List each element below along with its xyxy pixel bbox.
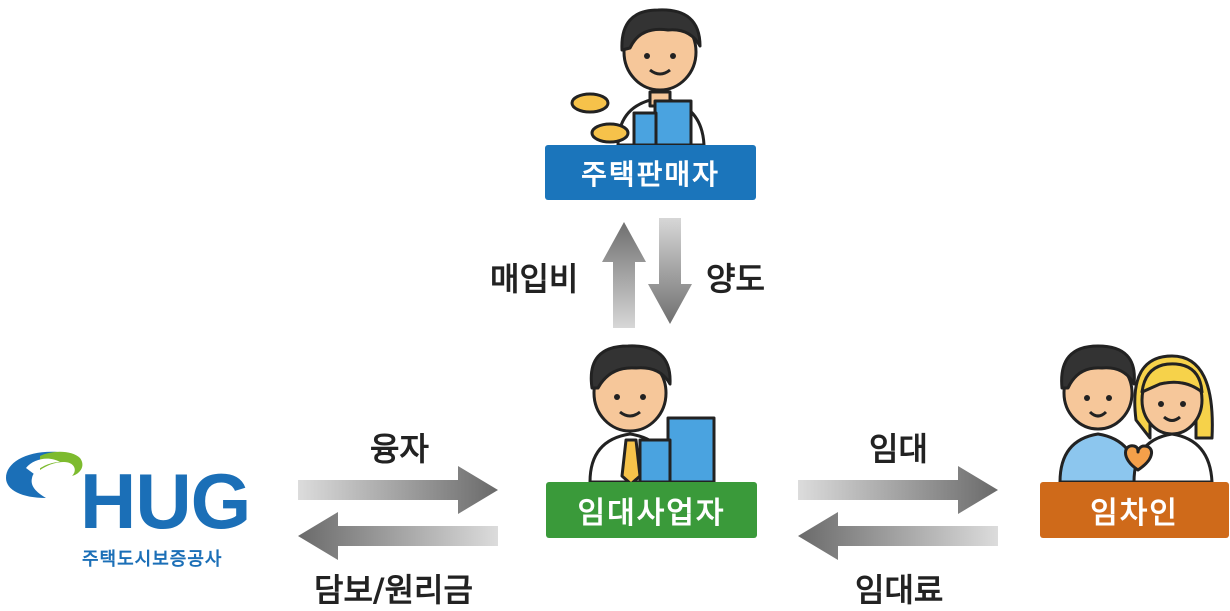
- arrow-purchase-up: [602, 222, 646, 328]
- arrow-transfer-down: [648, 218, 692, 324]
- arrow-collateral-left: [298, 512, 498, 560]
- lessor-figure: [588, 344, 716, 486]
- tenant-figure: [1058, 344, 1214, 484]
- node-lessor-label: 임대사업자: [577, 496, 726, 531]
- node-tenant-label: 임차인: [1090, 496, 1179, 531]
- edge-label-transfer: 양도: [706, 260, 765, 298]
- hug-logo-subtitle: 주택도시보증공사: [82, 549, 223, 570]
- edge-label-purchase-cost: 매입비: [490, 260, 579, 298]
- node-tenant: 임차인: [1040, 482, 1229, 538]
- edge-label-lease: 임대: [869, 430, 928, 468]
- arrow-lease-right: [798, 466, 998, 514]
- edge-label-rent: 임대료: [855, 571, 944, 609]
- node-seller-label: 주택판매자: [581, 157, 720, 191]
- arrow-rent-left: [798, 512, 998, 560]
- edge-label-loan: 융자: [370, 430, 429, 468]
- arrow-loan-right: [298, 466, 498, 514]
- heart-icon: [1124, 444, 1153, 472]
- edge-label-collateral: 담보/원리금: [314, 571, 473, 609]
- hug-logo-text: HUG: [80, 457, 251, 545]
- seller-figure: [570, 8, 706, 147]
- node-seller: 주택판매자: [545, 145, 756, 200]
- node-lessor: 임대사업자: [546, 482, 757, 538]
- hug-logo-emblem: [6, 451, 83, 498]
